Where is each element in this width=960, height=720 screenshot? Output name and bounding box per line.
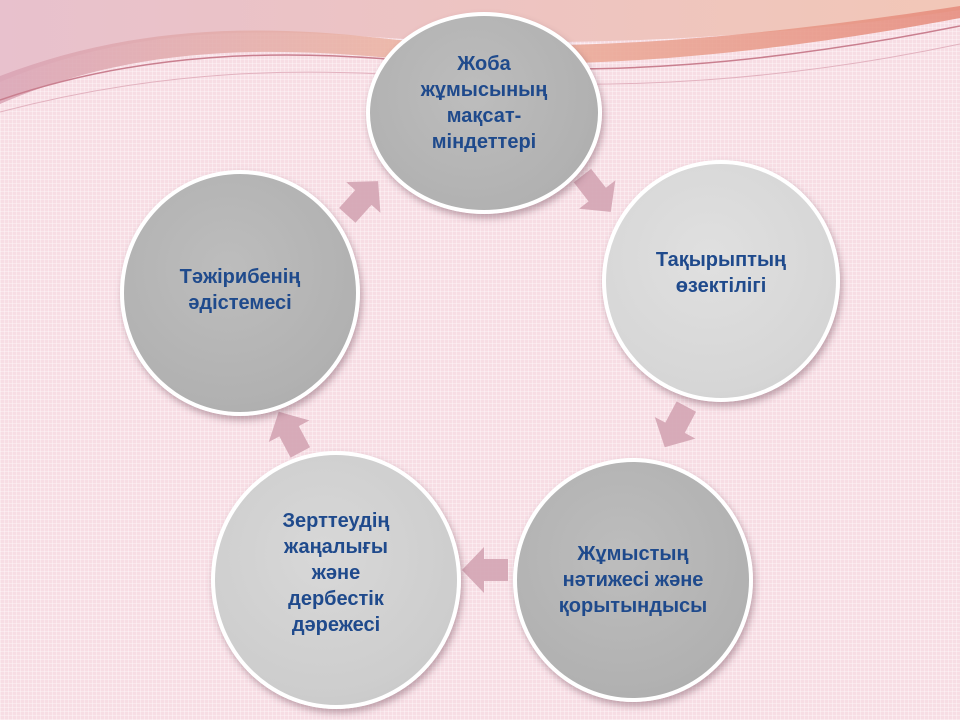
node-label-goal: Жоба жұмысының мақсат- міндеттері bbox=[420, 53, 548, 153]
arrow-method-to-goal bbox=[339, 181, 381, 223]
arrow-goal-to-relevance bbox=[573, 168, 616, 212]
node-label-results: Жұмыстың нәтижесі және қорытындысы bbox=[558, 543, 708, 617]
cycle-node-relevance: Тақырыптың өзектілігі bbox=[602, 160, 840, 402]
cycle-node-novelty: Зерттеудің жаңалығы және дербестік дәреж… bbox=[211, 451, 461, 709]
node-label-relevance: Тақырыптың өзектілігі bbox=[655, 249, 787, 297]
cycle-node-results: Жұмыстың нәтижесі және қорытындысы bbox=[513, 458, 753, 702]
cycle-node-goal: Жоба жұмысының мақсат- міндеттері bbox=[366, 12, 602, 214]
arrow-results-to-novelty bbox=[462, 547, 508, 593]
arrow-novelty-to-method bbox=[268, 411, 311, 458]
cycle-node-method: Тәжірибенің әдістемесі bbox=[120, 170, 360, 416]
arrow-relevance-to-results bbox=[654, 401, 697, 448]
node-label-method: Тәжірибенің әдістемесі bbox=[179, 266, 301, 314]
node-label-novelty: Зерттеудің жаңалығы және дербестік дәреж… bbox=[282, 510, 390, 636]
